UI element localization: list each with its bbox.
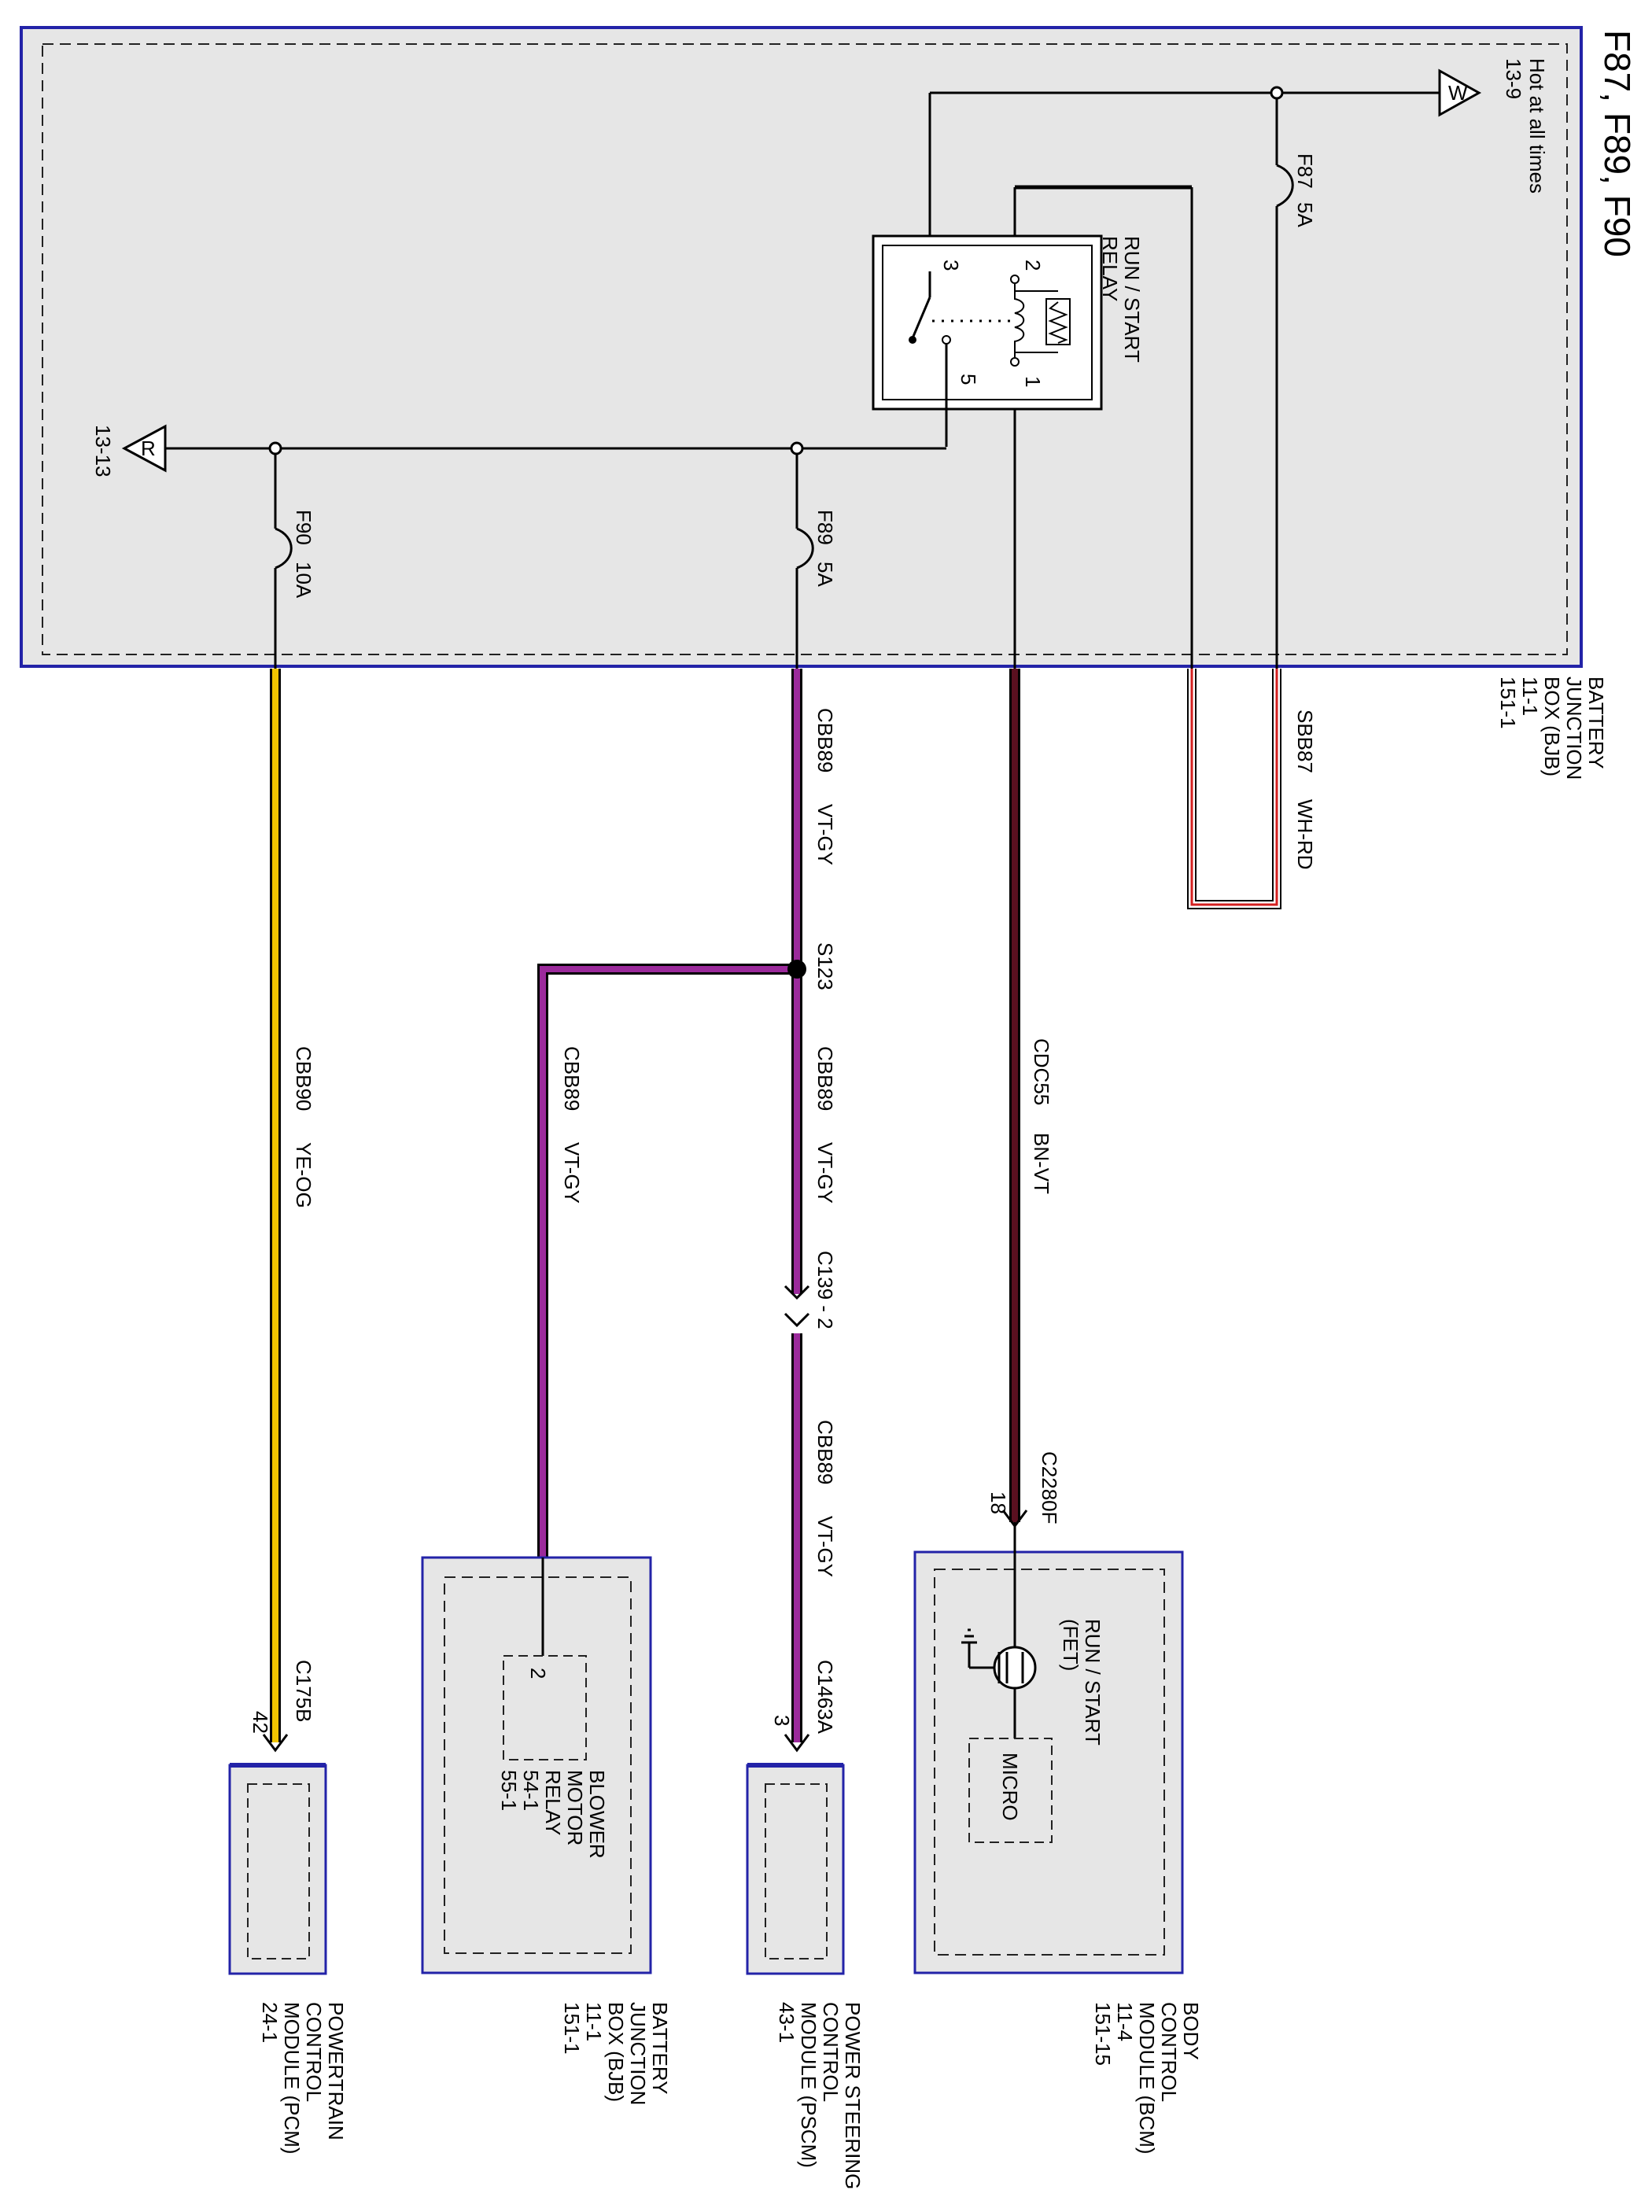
relay-label-line2: RELAY (1098, 236, 1122, 301)
wire-cbb89-color-3: VT-GY (560, 1142, 584, 1204)
blower-relay-line1: BLOWER (585, 1770, 609, 1859)
wire-cbb89-circuit-2: CBB89 (813, 1046, 837, 1111)
wire-cdc55-circuit: CDC55 (1030, 1038, 1053, 1105)
wire-cbb89-circuit-3: CBB89 (560, 1046, 584, 1111)
pscm-label-4: 43-1 (775, 2002, 798, 2043)
wire-cdc55-color: BN-VT (1030, 1133, 1053, 1194)
f90-junction (268, 441, 282, 455)
pcm-module (228, 1734, 327, 1975)
pscm-label-3: MODULE (PSCM) (797, 2002, 820, 2168)
fuse-f90-rating: 10A (292, 562, 315, 599)
pcm-label-2: CONTROL (302, 2002, 326, 2102)
bcm-label-5: 151-15 (1091, 2002, 1115, 2066)
r-bus (165, 447, 946, 669)
bjb-blower-label-3: BOX (BJB) (604, 2002, 628, 2102)
wire-cbb89-circuit-1: CBB89 (813, 708, 837, 772)
wire-cbb89-circuit-4: CBB89 (813, 1420, 837, 1484)
feed-line (928, 91, 1440, 669)
r-marker-letter: R (141, 437, 156, 460)
relay-label-line1: RUN / START (1120, 236, 1144, 363)
f89-junction (790, 441, 804, 455)
hot-marker-letter: W (1448, 81, 1468, 105)
wire-sbb87-color: WH-RD (1293, 799, 1317, 870)
wire-cbb89 (537, 669, 802, 1742)
bjb-top-label-4: 11-1 (1518, 677, 1542, 716)
wire-cbb89-color-4: VT-GY (813, 1516, 837, 1577)
connector-c1463a-pin: 3 (770, 1715, 794, 1726)
blower-relay-line4: 54-1 (519, 1770, 543, 1811)
pcm-label-3: MODULE (PCM) (280, 2002, 304, 2155)
bcm-micro-label: MICRO (998, 1753, 1022, 1821)
blower-relay-line5: 55-1 (497, 1770, 521, 1811)
bjb-top-label-2: JUNCTION (1562, 677, 1586, 780)
connector-c175b-label: C175B (292, 1660, 315, 1723)
fuse-f90-label: F90 (292, 510, 315, 545)
bjb-blower-label-5: 151-1 (560, 2002, 584, 2055)
relay-pin-2: 2 (1021, 260, 1045, 271)
pcm-label-4: 24-1 (258, 2002, 282, 2043)
bcm-label-2: CONTROL (1157, 2002, 1181, 2102)
bjb-blower-module (421, 1556, 652, 1974)
feed-junction (1270, 86, 1284, 100)
blower-relay-line2: MOTOR (563, 1770, 587, 1845)
bjb-top-label-1: BATTERY (1584, 677, 1608, 769)
bcm-label-3: MODULE (BCM) (1135, 2002, 1159, 2155)
pscm-label-2: CONTROL (819, 2002, 843, 2102)
relay-pin-5: 5 (957, 374, 980, 385)
fuse-f87-label: F87 (1293, 153, 1317, 189)
blower-relay-pin: 2 (526, 1668, 550, 1679)
wire-sbb87-circuit: SBB87 (1293, 710, 1317, 773)
wire-sbb87 (1187, 669, 1281, 909)
wire-cbb89-color-2: VT-GY (813, 1142, 837, 1204)
fuse-f87-rating: 5A (1293, 202, 1317, 227)
bjb-top-box (20, 26, 1583, 668)
connector-c175b-pin: 42 (249, 1711, 272, 1734)
bcm-fet-line1: RUN / START (1081, 1619, 1104, 1746)
blower-relay-line3: RELAY (541, 1770, 565, 1835)
splice-s123-label: S123 (813, 942, 837, 990)
fuse-f89-label: F89 (813, 510, 837, 545)
connector-c1463a-label: C1463A (813, 1660, 837, 1735)
fuse-f89-rating: 5A (813, 562, 837, 587)
bcm-fet-line2: (FET) (1059, 1619, 1082, 1671)
bjb-blower-label-1: BATTERY (648, 2002, 672, 2095)
pcm-label-1: POWERTRAIN (324, 2002, 348, 2140)
bjb-blower-label-2: JUNCTION (626, 2002, 650, 2105)
wire-cbb89-color-1: VT-GY (813, 804, 837, 865)
hot-marker-triangle: W (1438, 68, 1482, 117)
pscm-module (746, 1734, 845, 1975)
pscm-label-1: POWER STEERING (841, 2002, 865, 2189)
page-title: F87, F89, F90 (1597, 30, 1638, 257)
relay-pin-1: 1 (1021, 376, 1045, 387)
bjb-top-label-5: 151-1 (1496, 677, 1520, 729)
relay-pin-3: 3 (939, 260, 963, 271)
splice-s123-dot (787, 960, 806, 979)
bcm-label-1: BODY (1179, 2002, 1203, 2060)
connector-c139 (784, 1285, 810, 1328)
connector-c139-label: C139 - 2 (813, 1251, 837, 1329)
connector-c2280f-pin: 18 (986, 1491, 1010, 1514)
r-ref: 13-13 (91, 425, 115, 477)
bcm-label-4: 11-4 (1113, 2002, 1137, 2041)
run-start-relay (872, 234, 1103, 447)
hot-label: Hot at all times (1525, 58, 1549, 194)
connector-c2280f-label: C2280F (1038, 1451, 1061, 1524)
bjb-blower-label-4: 11-1 (582, 2002, 606, 2041)
wire-cbb90-color: YE-OG (292, 1142, 315, 1208)
hot-ref: 13-9 (1502, 58, 1525, 99)
r-marker-triangle: R (121, 424, 167, 473)
bjb-top-label-3: BOX (BJB) (1540, 677, 1564, 776)
wire-cbb90-circuit: CBB90 (292, 1046, 315, 1111)
bcm-module (913, 1510, 1184, 1974)
